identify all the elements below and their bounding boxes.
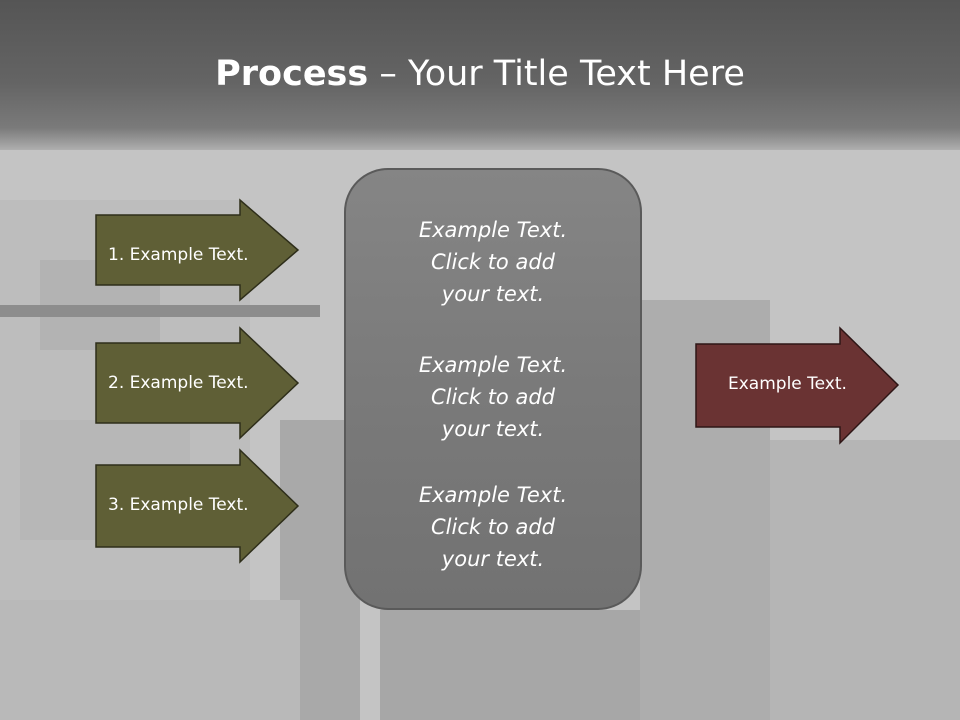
title-bold: Process — [215, 54, 369, 94]
title-band — [0, 0, 960, 150]
input-arrow-2 — [95, 326, 300, 440]
input-arrow-3 — [95, 448, 300, 564]
center-process-box[interactable]: Example Text. Click to add your text. Ex… — [344, 168, 642, 610]
center-text-3[interactable]: Example Text. Click to add your text. — [418, 483, 568, 571]
input-label-3[interactable]: 3. Example Text. — [108, 495, 249, 515]
input-label-2[interactable]: 2. Example Text. — [108, 373, 249, 393]
output-arrow — [695, 326, 900, 445]
input-arrow-1 — [95, 198, 300, 302]
center-text-1[interactable]: Example Text. Click to add your text. — [418, 218, 568, 306]
input-label-1[interactable]: 1. Example Text. — [108, 245, 249, 265]
center-text-2[interactable]: Example Text. Click to add your text. — [418, 353, 568, 441]
output-label[interactable]: Example Text. — [728, 374, 847, 394]
title-rest: – Your Title Text Here — [368, 54, 745, 94]
slide-title: Process – Your Title Text Here — [0, 52, 960, 96]
